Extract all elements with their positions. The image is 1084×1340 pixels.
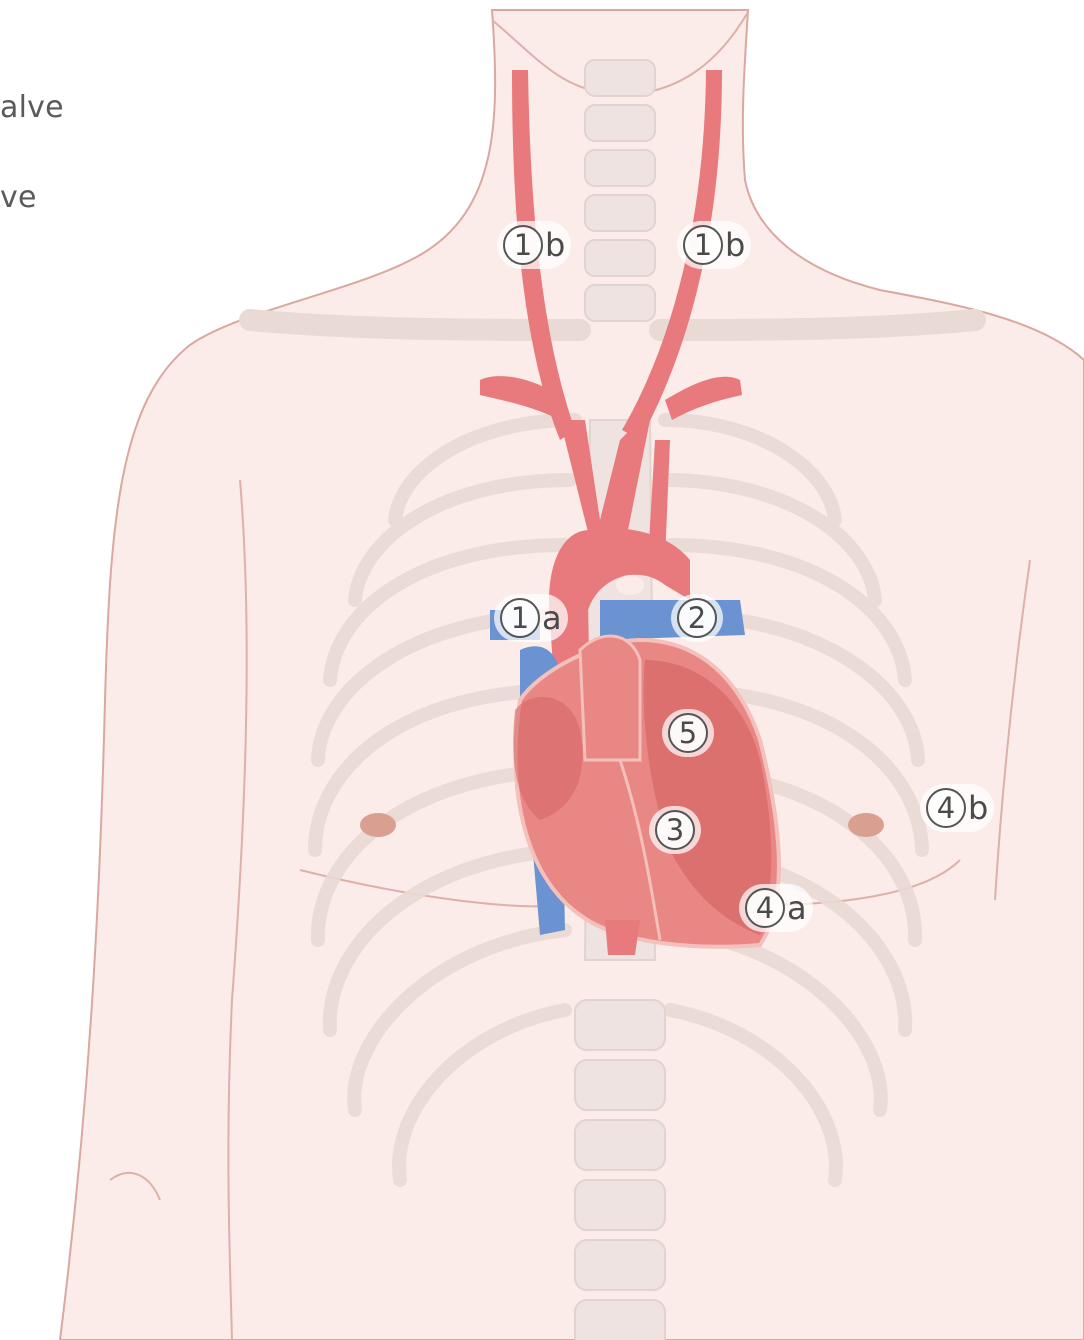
marker-suffix: a <box>542 602 562 634</box>
left-nipple <box>360 813 396 837</box>
marker-suffix: a <box>787 892 807 924</box>
marker-5: 5 <box>668 713 708 753</box>
marker-3: 3 <box>655 810 695 850</box>
marker-number: 3 <box>655 810 695 850</box>
marker-suffix: b <box>545 229 565 261</box>
marker-number: 1 <box>683 225 723 265</box>
marker-suffix: b <box>725 229 745 261</box>
marker-number: 4 <box>745 888 785 928</box>
right-clavicle <box>660 320 975 330</box>
right-nipple <box>848 813 884 837</box>
legend-line-2: ve <box>0 180 37 215</box>
marker-2: 2 <box>677 598 717 638</box>
marker-suffix: b <box>968 792 988 824</box>
marker-number: 5 <box>668 713 708 753</box>
marker-number: 4 <box>926 788 966 828</box>
marker-number: 2 <box>677 598 717 638</box>
inferior-aorta <box>605 920 640 955</box>
marker-1a: 1 a <box>500 598 562 638</box>
marker-number: 1 <box>500 598 540 638</box>
marker-4b: 4 b <box>926 788 988 828</box>
legend-line-1: alve <box>0 90 64 125</box>
arch-hole <box>616 575 644 595</box>
pulmonary-trunk <box>580 636 640 760</box>
marker-4a: 4 a <box>745 888 807 928</box>
marker-1b-left: 1 b <box>503 225 565 265</box>
marker-1b-right: 1 b <box>683 225 745 265</box>
marker-number: 1 <box>503 225 543 265</box>
